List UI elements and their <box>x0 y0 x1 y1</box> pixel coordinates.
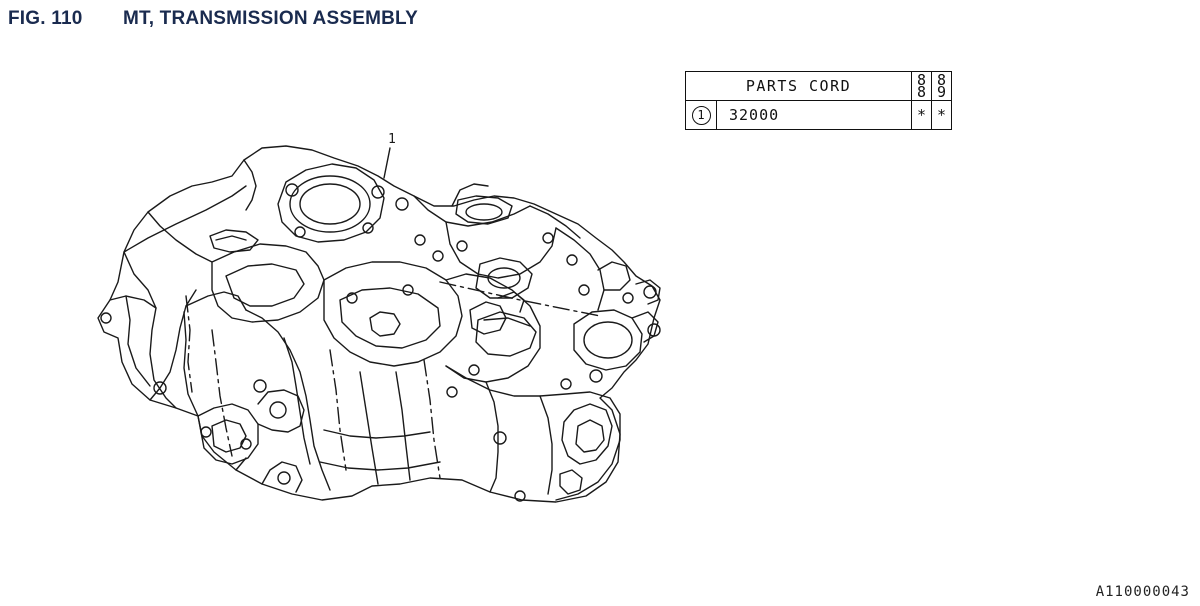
inspection-port-inner <box>289 175 371 233</box>
parts-table: PARTS CORD 8 8 8 9 1 32000 * * <box>685 71 952 130</box>
top-cover <box>211 243 325 323</box>
year-column-89: 8 9 <box>931 71 952 101</box>
year-column-88: 8 8 <box>911 71 932 101</box>
reference-number: 1 <box>691 106 711 125</box>
reference-number-cell: 1 <box>685 100 717 130</box>
callout-number: 1 <box>388 132 396 147</box>
bell-housing <box>123 185 247 309</box>
catalog-id: A110000043 <box>1095 584 1190 600</box>
figure-title: MT, TRANSMISSION ASSEMBLY <box>123 8 418 29</box>
table-row: 1 32000 * * <box>685 100 952 130</box>
figure-header: FIG. 110 MT, TRANSMISSION ASSEMBLY <box>8 6 418 32</box>
applicability-mark-89: * <box>931 100 952 130</box>
end-cover <box>573 309 643 371</box>
figure-number: FIG. 110 <box>8 8 83 29</box>
parts-cord-header: PARTS CORD <box>685 71 912 101</box>
part-code: 32000 <box>716 100 912 130</box>
housing-outline <box>97 145 661 503</box>
inspection-port <box>277 163 385 243</box>
callout-leader <box>383 147 391 179</box>
parts-table-header: PARTS CORD 8 8 8 9 <box>685 71 952 101</box>
extension-housing <box>445 365 621 501</box>
applicability-mark-88: * <box>911 100 932 130</box>
